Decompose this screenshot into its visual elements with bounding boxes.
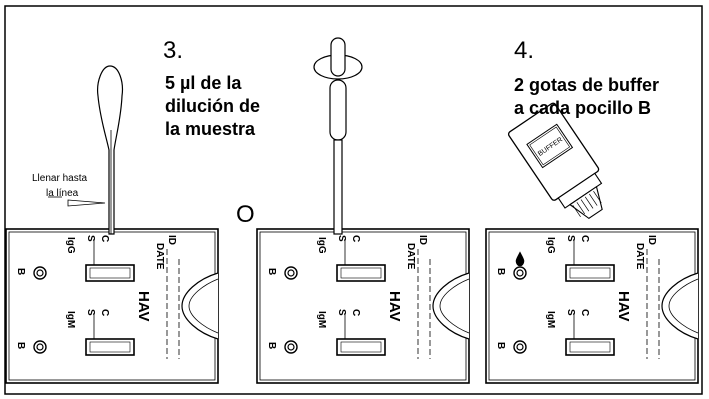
row-c-label: C <box>350 309 361 316</box>
sample-well-inner <box>516 269 524 277</box>
micropipette-tip <box>333 139 343 235</box>
row-c-label: C <box>350 235 361 242</box>
result-window-inner <box>89 341 131 353</box>
row-c-label: C <box>99 235 110 242</box>
row-s-label: S <box>336 235 347 242</box>
row-s-label: S <box>85 235 96 242</box>
bottle-cap-ridge <box>584 196 594 209</box>
step4-number: 4. <box>514 37 535 64</box>
fill-line-arrow <box>67 199 106 207</box>
row-s-label: S <box>565 235 576 242</box>
step3-number: 3. <box>163 37 184 64</box>
row-s-label: S <box>336 309 347 316</box>
bottle-cap-ridge <box>589 193 598 206</box>
bottle-label-inner <box>529 126 571 166</box>
cassette-title: HAV <box>615 291 632 322</box>
result-window-inner <box>569 267 611 279</box>
cassette-title: HAV <box>386 291 403 322</box>
row-c-label: C <box>579 235 590 242</box>
cassette-notch <box>181 272 219 340</box>
bottle-cap-ridge <box>572 204 581 217</box>
row-label-igm: IgM <box>545 311 556 328</box>
result-window-inner <box>340 341 382 353</box>
date-label: DATE <box>154 243 165 270</box>
row-label-igg: IgG <box>316 237 327 254</box>
result-window-inner <box>340 267 382 279</box>
buffer-drop <box>515 251 525 267</box>
id-label: ID <box>646 235 657 245</box>
sample-well-inner <box>516 343 524 351</box>
fill-note-line-2: la línea <box>46 188 79 199</box>
id-label: ID <box>417 235 428 245</box>
buffer-bottle: BUFFER <box>507 102 603 220</box>
result-window <box>336 338 386 356</box>
result-window <box>85 264 135 282</box>
bottle-cap-ridge <box>576 202 586 215</box>
step3-line-2: dilución de <box>165 96 261 116</box>
row-label-igg: IgG <box>65 237 76 254</box>
cassette-notch-inner <box>439 278 470 334</box>
fill-note-line-1: Llenar hasta <box>32 173 88 184</box>
sample-well-inner <box>287 269 295 277</box>
row-s-label: S <box>85 309 96 316</box>
cassette-notch <box>661 272 699 340</box>
step4-line-1: 2 gotas de buffer <box>514 75 660 95</box>
result-window-inner <box>89 267 131 279</box>
date-label: DATE <box>405 243 416 270</box>
outer-frame <box>4 5 703 395</box>
bottle-cap-ridge <box>593 190 602 203</box>
row-c-label: C <box>99 309 110 316</box>
row-s-label: S <box>565 309 576 316</box>
cassette-title: HAV <box>135 291 152 322</box>
micropipette-barrel <box>329 79 347 141</box>
sample-well-inner <box>287 343 295 351</box>
date-label: DATE <box>634 243 645 270</box>
step3-line-3: la muestra <box>165 119 256 139</box>
row-label-igm: IgM <box>316 311 327 328</box>
bottle-label-box <box>526 123 574 169</box>
well-label: B <box>15 342 26 349</box>
result-window <box>565 338 615 356</box>
result-window <box>336 264 386 282</box>
result-window <box>85 338 135 356</box>
sample-well-inner <box>36 343 44 351</box>
row-label-igg: IgG <box>545 237 556 254</box>
well-label: B <box>15 268 26 275</box>
cassette-notch-inner <box>188 278 219 334</box>
id-label: ID <box>166 235 177 245</box>
well-label: B <box>495 268 506 275</box>
bottle-cap-ridge <box>580 199 590 212</box>
sample-well-inner <box>36 269 44 277</box>
result-window-inner <box>569 341 611 353</box>
bottle-nozzle <box>569 185 603 220</box>
result-window <box>565 264 615 282</box>
step3-line-1: 5 µl de la <box>165 73 242 93</box>
transfer-pipette <box>97 65 124 235</box>
row-label-igm: IgM <box>65 311 76 328</box>
step4-line-2: a cada pocillo B <box>514 98 652 118</box>
micropipette-plunger <box>330 37 346 77</box>
cassette-notch <box>432 272 470 340</box>
well-label: B <box>495 342 506 349</box>
or-label: O <box>236 201 255 228</box>
well-label: B <box>266 268 277 275</box>
well-label: B <box>266 342 277 349</box>
cassette-notch-inner <box>668 278 699 334</box>
row-c-label: C <box>579 309 590 316</box>
